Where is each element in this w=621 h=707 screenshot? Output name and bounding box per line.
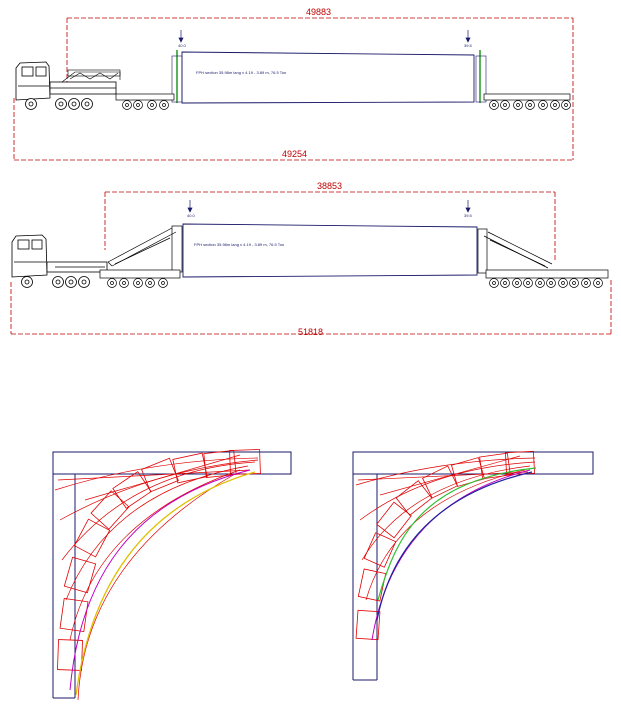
track-green-right [377, 467, 537, 601]
dimension-bottom-full-length: 51818 [298, 327, 323, 337]
front-dolly-bottom [99, 269, 181, 288]
dimension-top-bottom-length: 49254 [282, 149, 307, 159]
marker-label-left-top: 40.0 [178, 43, 187, 48]
cargo-label-bottom: FPH section 35.98m lang x 4.19 - 3.89 m,… [194, 242, 284, 247]
truck-tractor-top [15, 61, 117, 101]
swept-lines-right [355, 455, 536, 601]
dimension-frame-bottom [10, 191, 612, 335]
cargo-section-bottom [182, 223, 478, 278]
cargo-supports-top [176, 50, 481, 103]
track-yellow-left [75, 471, 256, 696]
vehicle-outlines-right [355, 450, 535, 641]
swept-path-left [52, 449, 292, 701]
truck-wheels-top [25, 98, 93, 110]
front-dolly-top [115, 93, 175, 110]
truck-crane-top [61, 69, 121, 83]
transport-drawing-top: 49883 49254 40.0 39.5 FPH section 35.98m… [13, 7, 574, 161]
swept-path-right [352, 450, 594, 681]
dimension-frame-top [13, 17, 574, 161]
transport-drawing-bottom: 38853 51818 40.0 39.5 FPH section 35.98m… [10, 181, 612, 337]
dimension-bottom-overall: 38853 [317, 181, 342, 191]
marker-label-left-bottom: 40.0 [187, 213, 196, 218]
marker-label-right-top: 39.5 [464, 43, 473, 48]
vehicle-outlines-left [57, 449, 261, 671]
cargo-section-top [181, 51, 475, 104]
cargo-label-top: FPH section 35.98m lang x 4.19 - 3.89 m,… [196, 70, 286, 75]
swept-lines-left [54, 454, 259, 701]
rear-dolly-top [483, 93, 571, 110]
rear-dolly-bottom [485, 269, 609, 288]
truck-tractor-bottom [11, 234, 108, 278]
marker-arrows-top [178, 30, 471, 43]
track-blue-right [376, 471, 533, 621]
marker-arrows-bottom [187, 200, 471, 213]
track-magenta-left [69, 469, 251, 691]
dimension-top-overall: 49883 [306, 7, 331, 17]
track-magenta-right [371, 469, 531, 641]
truck-wheels-bottom [21, 276, 90, 288]
marker-label-right-bottom: 39.5 [464, 213, 473, 218]
lifting-booms-bottom [107, 225, 553, 274]
